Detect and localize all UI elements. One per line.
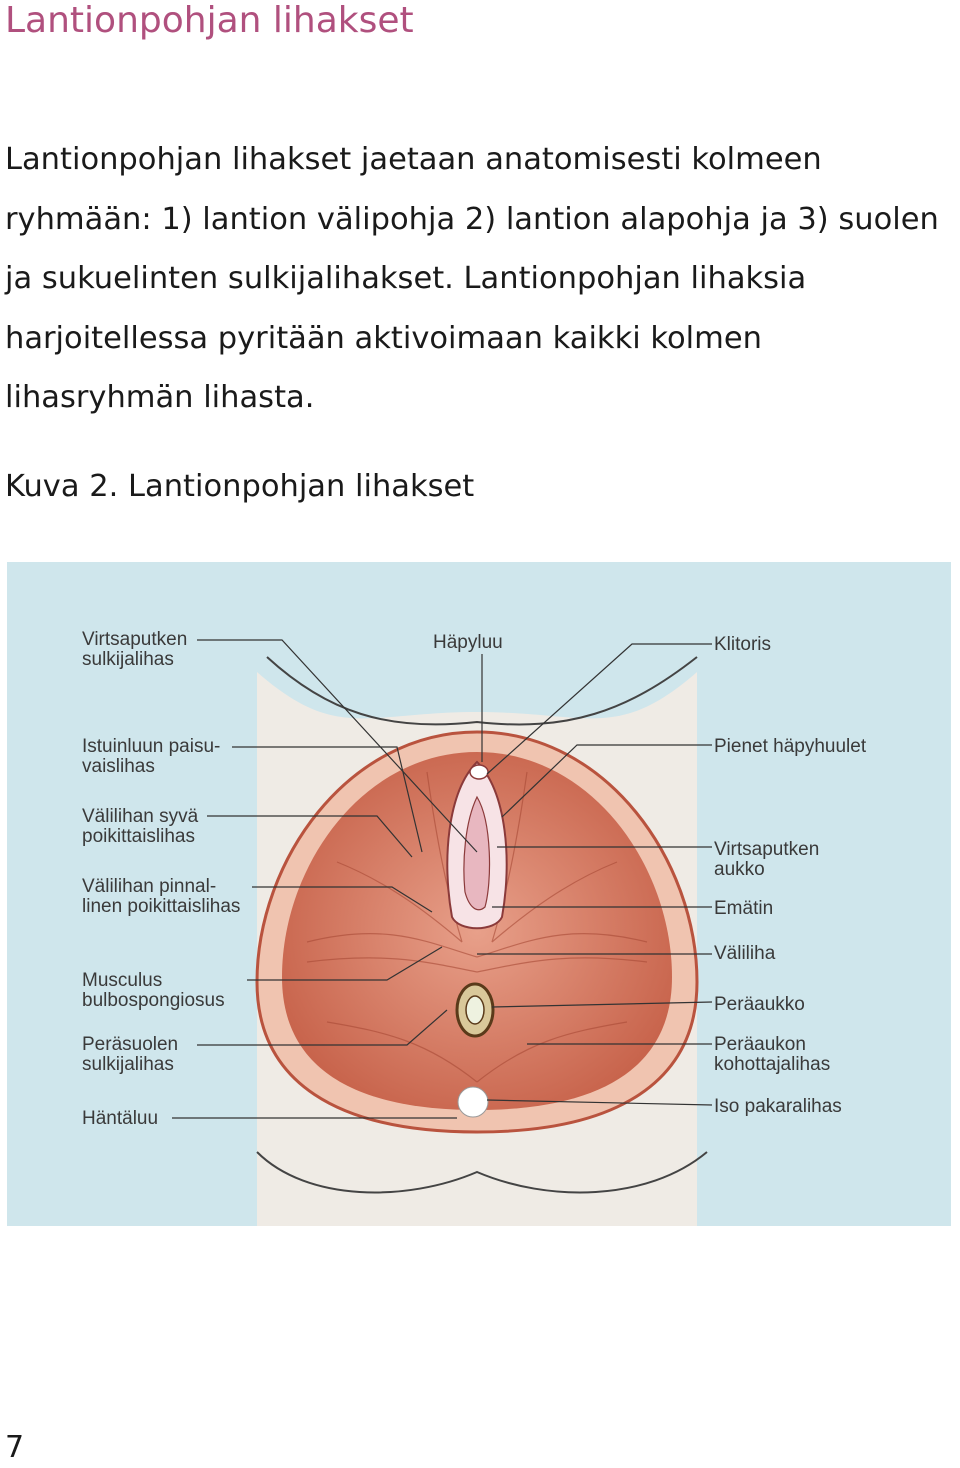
muscle-mass xyxy=(282,752,672,1110)
body-outline xyxy=(266,656,698,726)
label-iso-pakaralihas: Iso pakaralihas xyxy=(714,1096,842,1117)
label-hapyluu: Häpyluu xyxy=(433,632,503,653)
label-ematin: Emätin xyxy=(714,898,773,919)
figure-caption: Kuva 2. Lantionpohjan lihakset xyxy=(5,469,475,504)
label-valiliha: Väliliha xyxy=(714,943,776,964)
label-istuinluun-paisuvaislihas: Istuinluun paisu-vaislihas xyxy=(82,736,220,777)
page-title: Lantionpohjan lihakset xyxy=(5,0,414,41)
leader-lines xyxy=(172,639,713,1119)
label-pienet-hapyhuulet: Pienet häpyhuulet xyxy=(714,736,867,757)
page-number: 7 xyxy=(5,1430,25,1465)
label-hantaluu: Häntäluu xyxy=(82,1108,158,1129)
muscle-fibers xyxy=(306,771,648,1083)
label-klitoris: Klitoris xyxy=(714,634,771,655)
coccyx xyxy=(457,1086,489,1118)
clitoris xyxy=(469,764,489,780)
label-peraaukko: Peräaukko xyxy=(714,994,805,1015)
body-paragraph: Lantionpohjan lihakset jaetaan anatomise… xyxy=(5,142,939,415)
label-valilihan-pinnallinen: Välilihan pinnal-linen poikittaislihas xyxy=(82,876,240,917)
